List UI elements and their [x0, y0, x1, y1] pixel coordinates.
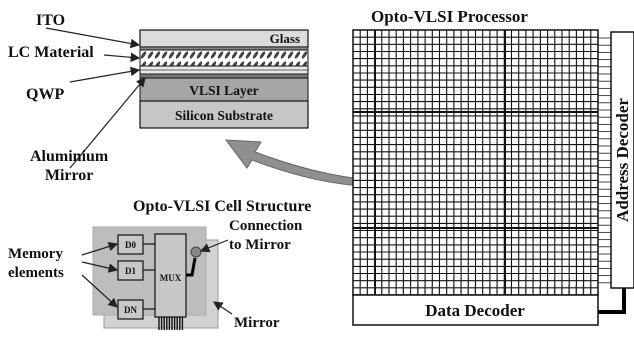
data-lines [359, 285, 591, 295]
cell-structure-stack [139, 29, 309, 129]
aluminium-label-line2: Mirror [44, 167, 94, 184]
lc-material-label: LC Material [8, 44, 94, 61]
connection-to-mirror-label: Connection to Mirror [229, 217, 302, 255]
qwp-layer [139, 65, 309, 75]
silicon-substrate-label: Silicon Substrate [175, 108, 273, 123]
mirror-label: Mirror [234, 315, 280, 331]
connection-label-line1: Connection [229, 218, 303, 234]
aluminium-mirror-label: Aluminium Mirror [30, 147, 108, 185]
connection-label-line2: to Mirror [229, 237, 291, 253]
address-lines [598, 37, 611, 284]
dn-label: DN [124, 305, 137, 315]
glass-label: Glass [270, 31, 300, 46]
mirror-connection-wire [186, 257, 197, 277]
aluminium-label-line1: Aluminium [30, 148, 109, 165]
processor-title: Opto-VLSI Processor [371, 7, 528, 26]
d0-label: D0 [125, 240, 136, 250]
d1-label: D1 [125, 266, 136, 276]
memory-label-line1: Memory [8, 246, 63, 262]
address-decoder-label: Address Decoder [613, 98, 632, 222]
circuit-area [92, 226, 207, 316]
cell-structure-caption: Opto-VLSI Cell Structure [133, 198, 312, 215]
mirror-layer [139, 73, 309, 79]
ito-label: ITO [36, 12, 66, 29]
cell-label-pointers [45, 27, 146, 169]
silicon-substrate-layer [139, 100, 309, 129]
qwp-label: QWP [26, 86, 65, 103]
data-decoder-label: Data Decoder [425, 301, 525, 320]
mux-label: MUX [160, 273, 182, 283]
data-decoder-box [352, 294, 599, 326]
processor-pixel-grid [352, 29, 599, 296]
mux-box [154, 233, 187, 318]
pixel-circuit [81, 226, 233, 330]
lc-material-layer [139, 49, 309, 67]
decoder-connector [598, 288, 626, 314]
memory-label-line2: elements [8, 265, 64, 281]
mirror-contact-via [190, 246, 202, 258]
vlsi-layer-label: VLSI Layer [189, 83, 258, 98]
memory-elements-label: Memory elements [8, 245, 64, 283]
